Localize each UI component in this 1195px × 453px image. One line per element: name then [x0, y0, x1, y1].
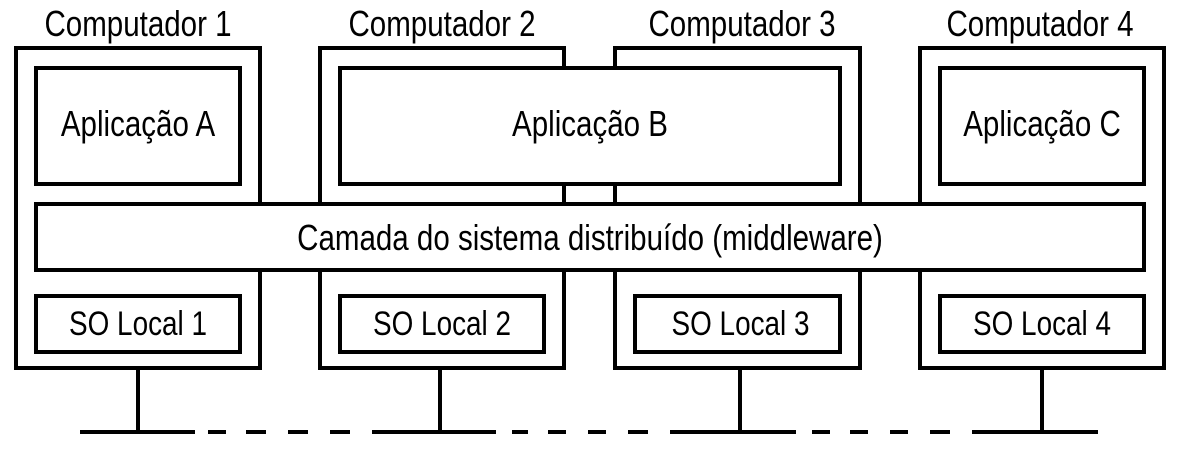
os-1-label: SO Local 1 [69, 305, 207, 343]
os-3-box [633, 294, 842, 354]
middleware-label: Camada do sistema distribuído (middlewar… [297, 217, 883, 258]
computer-4-label: Computador 4 [946, 3, 1134, 44]
application-b-box [338, 66, 842, 186]
middleware-box [34, 202, 1146, 272]
os-2-box [338, 294, 546, 354]
computer-2-label: Computador 2 [348, 3, 536, 44]
application-a-label: Aplicação A [60, 103, 216, 144]
application-b-label: Aplicação B [512, 103, 668, 144]
os-4-box [938, 294, 1146, 354]
os-4-label: SO Local 4 [973, 305, 1111, 343]
application-c-box [938, 66, 1146, 186]
os-2-label: SO Local 2 [373, 305, 511, 343]
os-1-box [34, 294, 242, 354]
computer-3-label: Computador 3 [648, 3, 836, 44]
computer-1-label: Computador 1 [44, 3, 232, 44]
application-c-label: Aplicação C [963, 103, 1121, 144]
application-a-box [34, 66, 242, 186]
os-3-label: SO Local 3 [671, 305, 810, 343]
